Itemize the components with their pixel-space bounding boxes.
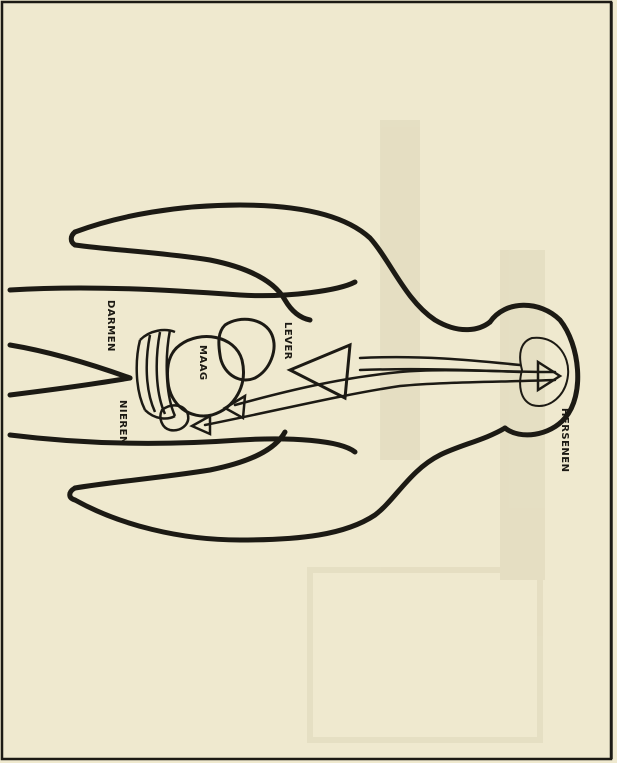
label-lever: LEVER — [282, 322, 293, 360]
liver-shape — [219, 319, 274, 380]
label-nieren: NIEREN — [117, 400, 128, 445]
label-darmen: DARMEN — [105, 300, 116, 352]
label-maag: MAAG — [197, 345, 208, 381]
label-hersenen: HERSENEN — [559, 408, 570, 473]
